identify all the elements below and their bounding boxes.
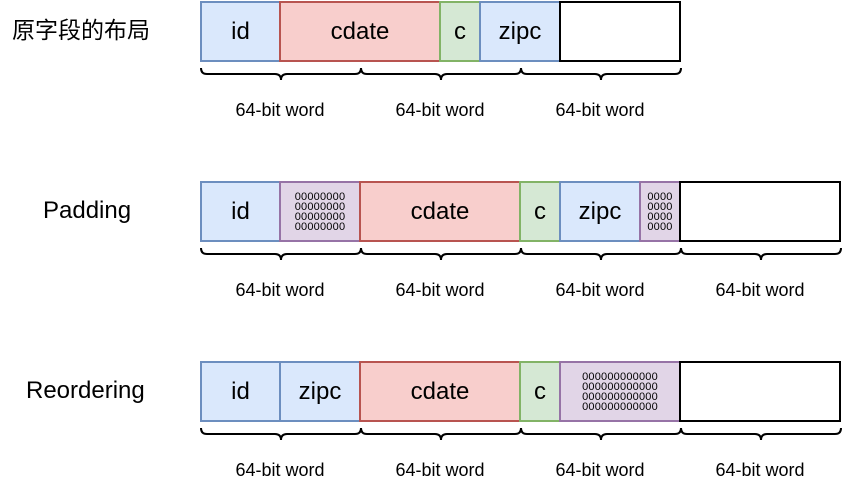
word-label: 64-bit word [555,100,645,120]
word-label: 64-bit word [555,280,645,300]
word-label: 64-bit word [555,460,645,480]
padding-line: 000000000000 [582,380,658,393]
padding-bytes: 0000 0000 0000 0000 [639,181,681,242]
padding-line: 000000000000 [582,370,658,383]
word-brace [680,247,842,261]
field-empty [679,181,841,242]
row-label-reordering: Reordering [26,377,145,404]
padding-line: 0000 [647,200,673,213]
word-brace [520,427,682,441]
field-c: c [439,1,481,62]
word-brace [520,67,682,81]
field-id: id [200,181,281,242]
padding-line: 00000000 [294,220,346,233]
word-label: 64-bit word [235,100,325,120]
padding-line: 000000000000 [582,400,658,413]
word-brace [200,427,362,441]
field-empty [559,1,681,62]
padding-bytes: 000000000000 000000000000 000000000000 0… [559,361,681,422]
padding-line: 00000000 [294,210,346,223]
row-label-original: 原字段的布局 [12,18,150,44]
word-brace [680,427,842,441]
field-cdate: cdate [359,361,521,422]
word-brace [360,67,522,81]
word-label: 64-bit word [395,100,485,120]
word-label: 64-bit word [395,280,485,300]
padding-line: 0000 [647,210,673,223]
padding-line: 000000000000 [582,390,658,403]
field-zipc: zipc [479,1,561,62]
field-empty [679,361,841,422]
padding-line: 00000000 [294,200,346,213]
word-label: 64-bit word [715,280,805,300]
word-brace [200,67,362,81]
word-brace [360,247,522,261]
word-label: 64-bit word [715,460,805,480]
word-label: 64-bit word [235,280,325,300]
word-brace [520,247,682,261]
padding-line: 0000 [647,220,673,233]
row-label-padding: Padding [43,197,132,224]
field-c: c [519,181,561,242]
field-cdate: cdate [359,181,521,242]
field-cdate: cdate [279,1,441,62]
word-label: 64-bit word [395,460,485,480]
word-brace [200,247,362,261]
padding-line: 00000000 [294,190,346,203]
field-id: id [200,361,281,422]
field-zipc: zipc [559,181,641,242]
word-label: 64-bit word [235,460,325,480]
padding-line: 0000 [647,190,673,203]
word-brace [360,427,522,441]
